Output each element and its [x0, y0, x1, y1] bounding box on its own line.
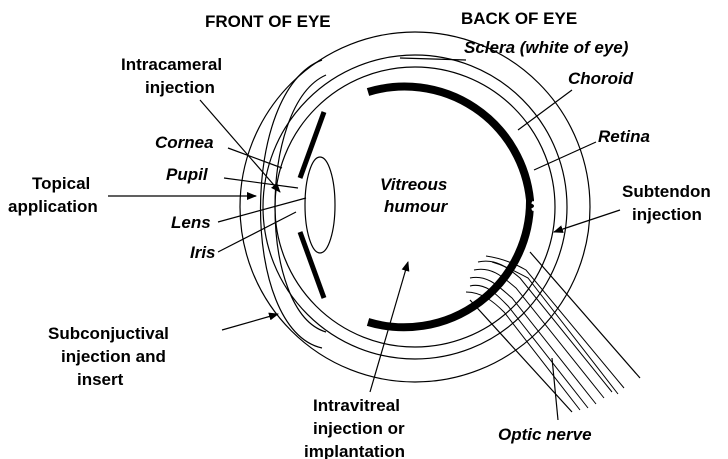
topical-label-line2: application [8, 197, 98, 216]
vitreous-label-line2: humour [384, 197, 449, 216]
cornea-label: Cornea [155, 133, 214, 152]
optic-nerve-sheath-bottom [470, 300, 572, 412]
subconj-label-line3: insert [77, 370, 124, 389]
lens-label: Lens [171, 213, 211, 232]
iris-lower [300, 232, 324, 298]
optic-nerve [466, 252, 640, 412]
subtendon-arrow [554, 210, 620, 232]
back-of-eye-heading: BACK OF EYE [461, 9, 577, 28]
intravitreal-label-line3: implantation [304, 442, 405, 459]
intravitreal-label-line2: injection or [313, 419, 405, 438]
iris-leader [218, 212, 296, 252]
subtendon-label-line1: Subtendon [622, 182, 711, 201]
retina-label: Retina [598, 127, 650, 146]
sclera-leader [400, 58, 466, 60]
front-of-eye-heading: FRONT OF EYE [205, 12, 331, 31]
choroid-label: Choroid [568, 69, 634, 88]
lens-leader [218, 198, 306, 222]
intracameral-label-line2: injection [145, 78, 215, 97]
sclera-label: Sclera (white of eye) [464, 38, 629, 57]
iris-label: Iris [190, 243, 216, 262]
cornea-inner [275, 75, 326, 332]
optic-nerve-fiber [466, 292, 580, 410]
subconj-label-line1: Subconjuctival [48, 324, 169, 343]
choroid-leader [518, 90, 572, 130]
subtendon-label-line2: injection [632, 205, 702, 224]
vitreous-label-line1: Vitreous [380, 175, 447, 194]
optic-nerve-label: Optic nerve [498, 425, 592, 444]
lens [305, 157, 335, 253]
optic-nerve-leader [552, 358, 558, 420]
intravitreal-label-line1: Intravitreal [313, 396, 400, 415]
retina-leader [534, 142, 596, 170]
intracameral-label-line1: Intracameral [121, 55, 222, 74]
subconj-arrow [222, 314, 278, 330]
topical-label-line1: Topical [32, 174, 90, 193]
optic-nerve-fiber [492, 262, 618, 394]
pupil-label: Pupil [166, 165, 209, 184]
subconj-label-line2: injection and [61, 347, 166, 366]
